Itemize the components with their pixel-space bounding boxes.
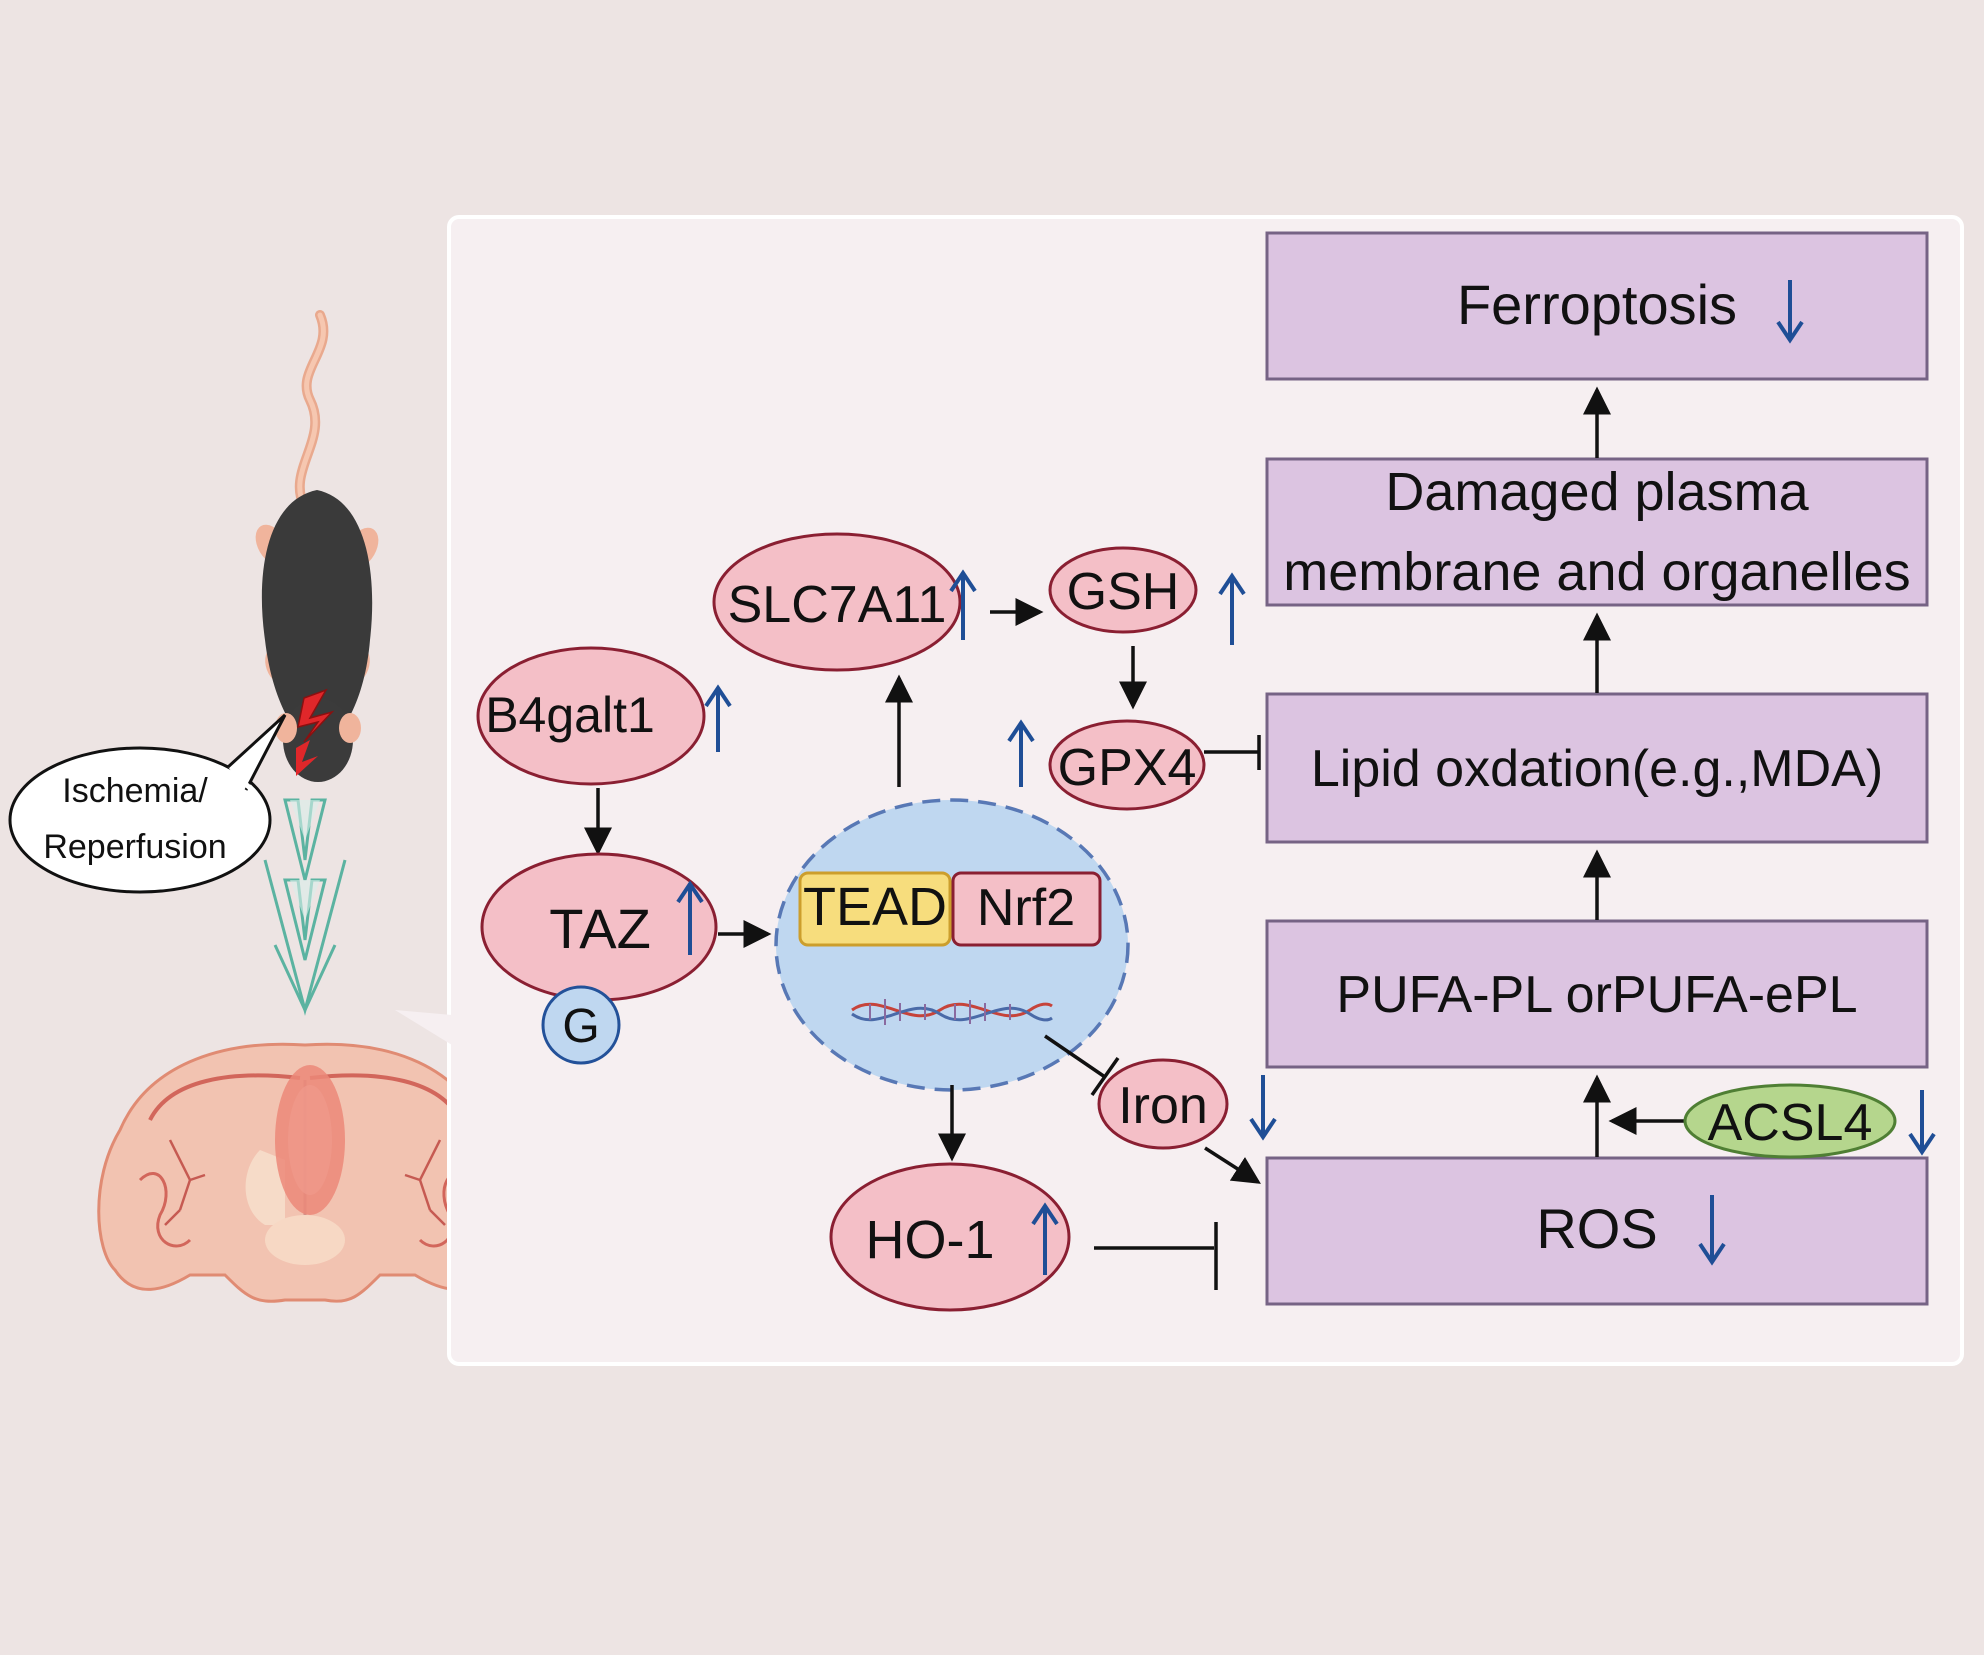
inhibit-gpx4-lipid <box>1204 735 1261 770</box>
ferroptosis-label: Ferroptosis <box>1457 273 1737 336</box>
nrf2-box <box>951 871 1102 947</box>
damaged-line-2: membrane and organelles <box>1283 542 1910 602</box>
iron-label: Iron <box>1118 1077 1208 1135</box>
acsl4-label: ACSL4 <box>1708 1094 1873 1152</box>
speech-line-1: Ischemia/ <box>62 772 208 810</box>
ros-label: ROS <box>1536 1197 1657 1260</box>
node-taz: TAZ <box>480 852 718 1002</box>
brain-section-icon <box>97 1042 508 1303</box>
box-ferroptosis: Ferroptosis <box>1265 231 1929 381</box>
nrf2-label: Nrf2 <box>977 879 1075 937</box>
gsh-label: GSH <box>1067 563 1180 621</box>
tead-label: TEAD <box>803 877 947 937</box>
node-slc7a11: SLC7A11 <box>712 532 977 672</box>
node-ho1: HO-1 <box>829 1162 1071 1312</box>
inhibit-ho1-ros <box>1094 1222 1218 1290</box>
box-ros: ROS <box>1265 1156 1929 1306</box>
ho1-label: HO-1 <box>865 1210 994 1270</box>
node-gsh: GSH <box>1048 546 1246 645</box>
lipid-label: Lipid oxdation(e.g.,MDA) <box>1311 740 1883 798</box>
g-label: G <box>562 1000 599 1053</box>
node-iron: Iron <box>1097 1058 1277 1150</box>
damaged-line-1: Damaged plasma <box>1385 462 1809 522</box>
box-flow-arrows <box>1583 386 1690 1157</box>
dna-icon <box>851 999 1053 1025</box>
speech-bubble: Ischemia/ Reperfusion <box>8 713 287 894</box>
box-pufa: PUFA-PL orPUFA-ePL <box>1265 919 1929 1069</box>
tead-box <box>798 871 952 947</box>
node-g: G <box>541 985 621 1065</box>
box-lipid-oxidation: Lipid oxdation(e.g.,MDA) <box>1265 692 1929 844</box>
node-b4galt1: B4galt1 <box>476 646 732 786</box>
slc7a11-label: SLC7A11 <box>728 576 947 634</box>
panel-callout <box>395 1010 452 1045</box>
node-acsl4: ACSL4 <box>1683 1083 1936 1159</box>
taz-label: TAZ <box>549 897 651 960</box>
pufa-label: PUFA-PL orPUFA-ePL <box>1336 966 1857 1024</box>
b4galt1-label: B4galt1 <box>485 687 655 743</box>
nucleus: TEAD Nrf2 <box>774 798 1130 1092</box>
speech-line-2: Reperfusion <box>43 828 226 866</box>
box-damaged-membrane: Damaged plasma membrane and organelles <box>1265 457 1929 607</box>
gpx4-label: GPX4 <box>1058 739 1197 797</box>
big-down-arrow <box>263 798 347 1016</box>
inhibit-nucleus-iron <box>1044 1034 1120 1097</box>
node-gpx4: GPX4 <box>1007 719 1206 811</box>
mouse-icon <box>255 310 379 782</box>
arrow-iron-ros <box>1204 1146 1261 1184</box>
